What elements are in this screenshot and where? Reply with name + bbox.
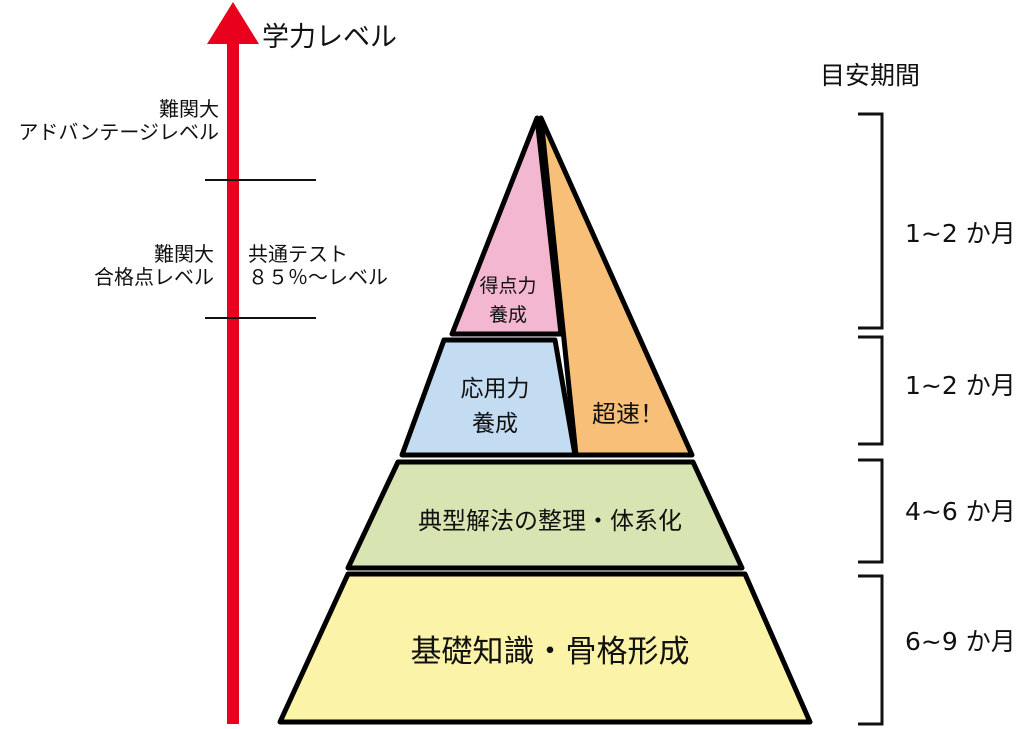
level-label-common-test-line1: 共通テスト <box>248 242 348 266</box>
pyramid-tier-rapid <box>538 115 695 458</box>
tier-label-methods: 典型解法の整理・体系化 <box>418 507 682 535</box>
period-bracket-4 <box>858 574 884 726</box>
level-label-passing-line1: 難関大 <box>154 242 214 266</box>
level-label-advantage-line2: アドバンテージレベル <box>18 120 219 144</box>
period-bracket-2 <box>858 335 884 446</box>
tier-label-applied: 応用力 養成 <box>430 372 560 441</box>
tier-label-rapid: 超速！ <box>592 400 664 428</box>
pyramid-tier-methods <box>345 459 745 571</box>
period-label-1: 1~2 か月 <box>905 219 1016 248</box>
pyramid-tier-score <box>449 115 564 337</box>
level-arrow-shaft <box>227 42 239 724</box>
level-label-passing-line2: 合格点レベル <box>94 265 214 289</box>
period-label-3: 4~6 か月 <box>905 497 1016 526</box>
axis-title: 学力レベル <box>262 22 397 53</box>
tier-label-score-line2: 養成 <box>488 303 527 326</box>
period-bracket-3 <box>858 458 884 564</box>
level-label-common-test: 共通テスト ８５％～レベル <box>248 243 388 289</box>
level-label-passing: 難関大 合格点レベル <box>94 243 214 289</box>
level-arrow-head <box>207 2 259 44</box>
tier-label-applied-line1: 応用力 <box>460 376 530 402</box>
level-label-common-test-line2: ８５％～レベル <box>248 265 388 289</box>
pyramid-tier-foundation <box>277 571 813 725</box>
tier-label-score: 得点力 養成 <box>458 272 558 329</box>
tier-label-applied-line2: 養成 <box>472 410 518 437</box>
tier-label-foundation: 基礎知識・骨格形成 <box>410 634 690 670</box>
period-label-2: 1~2 か月 <box>905 371 1016 400</box>
period-title: 目安期間 <box>820 61 921 90</box>
tier-label-score-line1: 得点力 <box>479 275 537 297</box>
level-label-advantage: 難関大 アドバンテージレベル <box>18 98 219 144</box>
period-bracket-1 <box>858 112 884 330</box>
period-label-4: 6~9 か月 <box>905 627 1016 656</box>
level-label-advantage-line1: 難関大 <box>159 97 219 121</box>
